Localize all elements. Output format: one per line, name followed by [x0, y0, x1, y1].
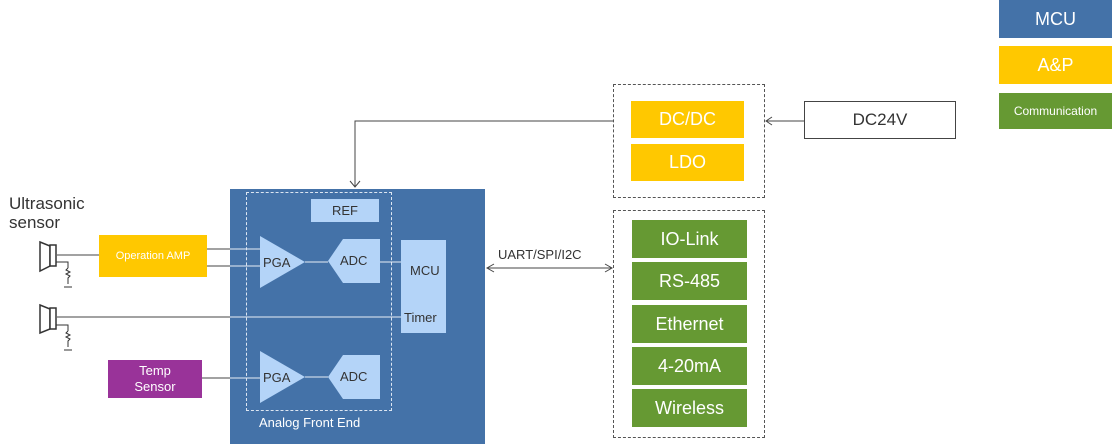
legend-communication-label: Communication [1013, 104, 1098, 118]
adc2-shape [328, 355, 380, 399]
bus-arrow-right [604, 263, 614, 273]
temp-sensor-line1: Temp [139, 363, 171, 378]
ethernet-label: Ethernet [655, 313, 724, 334]
sensor-title-line1: Ultrasonic [9, 194, 85, 213]
pga2-shape [260, 351, 305, 403]
legend-communication: Communication [999, 93, 1112, 129]
bus-arrow-left [485, 263, 495, 273]
communication-frame [613, 210, 765, 438]
legend-mcu: MCU [999, 0, 1112, 38]
analog-front-end-frame [246, 192, 392, 411]
arrow-power-ref [349, 180, 361, 188]
dcdc-label: DC/DC [659, 109, 716, 129]
legend-ap: A&P [999, 46, 1112, 84]
bus-label: UART/SPI/I2C [498, 247, 582, 262]
pga1-shape [260, 236, 305, 288]
adc1-label: ADC [340, 253, 367, 268]
power-item-ldo: LDO [631, 144, 744, 181]
speaker-icon-1 [39, 240, 72, 288]
power-item-dcdc: DC/DC [631, 101, 744, 138]
timer-label: Timer [404, 310, 437, 325]
legend-ap-label: A&P [1037, 54, 1074, 75]
speaker-icon-2 [39, 303, 72, 351]
dc24v-label: DC24V [852, 110, 908, 129]
analog-front-end-label: Analog Front End [259, 415, 361, 430]
ref-block: REF [311, 199, 379, 222]
ref-label: REF [332, 203, 358, 218]
power-frame [613, 84, 765, 198]
adc1-shape [328, 239, 380, 283]
mcu-core-block [401, 240, 446, 333]
ultrasonic-sensor-title: Ultrasonic sensor [9, 194, 85, 232]
dc24v-input-block: DC24V [804, 101, 956, 139]
4-20ma-label: 4-20mA [657, 355, 722, 376]
temp-sensor-line2: Sensor [134, 379, 176, 394]
comm-item-wireless: Wireless [632, 389, 747, 427]
operation-amp-label: Operation AMP [115, 250, 191, 262]
operation-amp-block: Operation AMP [99, 235, 207, 277]
comm-item-rs485: RS-485 [632, 262, 747, 300]
legend-mcu-label: MCU [1035, 8, 1076, 29]
wire-power-ref [354, 120, 613, 187]
comm-item-4-20ma: 4-20mA [632, 347, 747, 385]
temp-sensor-block: Temp Sensor [108, 360, 202, 398]
sensor-title-line2: sensor [9, 213, 61, 232]
comm-item-io-link: IO-Link [632, 220, 747, 258]
comm-item-ethernet: Ethernet [632, 305, 747, 343]
arrow-dc24v [765, 116, 773, 126]
rs485-label: RS-485 [658, 270, 721, 291]
ldo-label: LDO [668, 152, 706, 172]
io-link-label: IO-Link [660, 228, 719, 249]
pga1-label: PGA [263, 255, 291, 270]
wireless-label: Wireless [654, 397, 724, 418]
pga2-label: PGA [263, 370, 291, 385]
mcu-core-label: MCU [410, 263, 440, 278]
adc2-label: ADC [340, 369, 367, 384]
